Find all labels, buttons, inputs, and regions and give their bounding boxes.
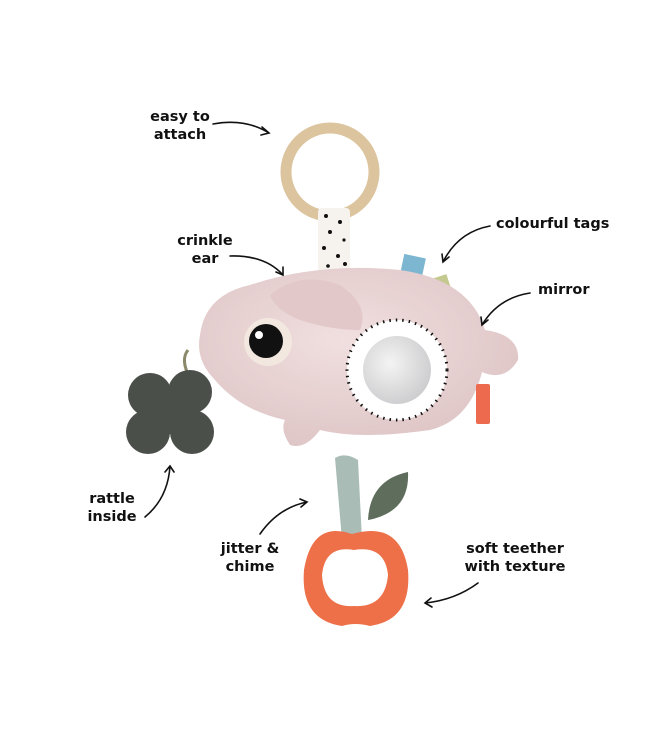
arrow-mirror	[480, 292, 531, 327]
rattle-flower	[126, 370, 214, 454]
brand-label	[476, 384, 490, 424]
label-line: with texture	[464, 559, 566, 575]
label-line: easy to	[150, 109, 210, 125]
mirror	[363, 336, 431, 404]
arrow-easy-to-attach	[212, 121, 271, 136]
arrow-crinkle-ear	[229, 255, 284, 277]
crinkle-ear	[270, 279, 363, 330]
label-jitter-chime: jitter & chime	[212, 540, 288, 576]
label-line: chime	[225, 559, 275, 575]
label-colourful-tags: colourful tags	[496, 215, 609, 233]
label-line: ear	[191, 251, 219, 267]
label-crinkle-ear: crinkle ear	[170, 232, 240, 268]
label-soft-teether: soft teether with texture	[460, 540, 570, 576]
leaf	[368, 472, 409, 520]
label-line: colourful tags	[496, 216, 610, 232]
label-mirror: mirror	[538, 281, 590, 299]
label-line: inside	[87, 509, 137, 525]
label-line: soft teether	[466, 541, 564, 557]
arrow-jitter-chime	[259, 498, 309, 535]
label-line: jitter &	[220, 541, 280, 557]
label-easy-to-attach: easy to attach	[140, 108, 220, 144]
label-line: mirror	[538, 282, 590, 298]
arrow-rattle-inside	[144, 464, 175, 518]
label-line: attach	[153, 127, 207, 143]
arrow-soft-teether	[423, 582, 479, 608]
ribbon-bottom	[335, 455, 362, 540]
dotted-ribbon	[318, 208, 350, 274]
annotation-arrows	[144, 121, 531, 608]
label-rattle-inside: rattle inside	[77, 490, 147, 526]
pig-body	[199, 267, 519, 446]
arrow-colourful-tags	[441, 225, 491, 264]
wooden-ring	[280, 122, 380, 222]
eye	[249, 324, 283, 358]
label-line: rattle	[89, 491, 135, 507]
label-line: crinkle	[177, 233, 233, 249]
apple-teether	[303, 530, 409, 626]
